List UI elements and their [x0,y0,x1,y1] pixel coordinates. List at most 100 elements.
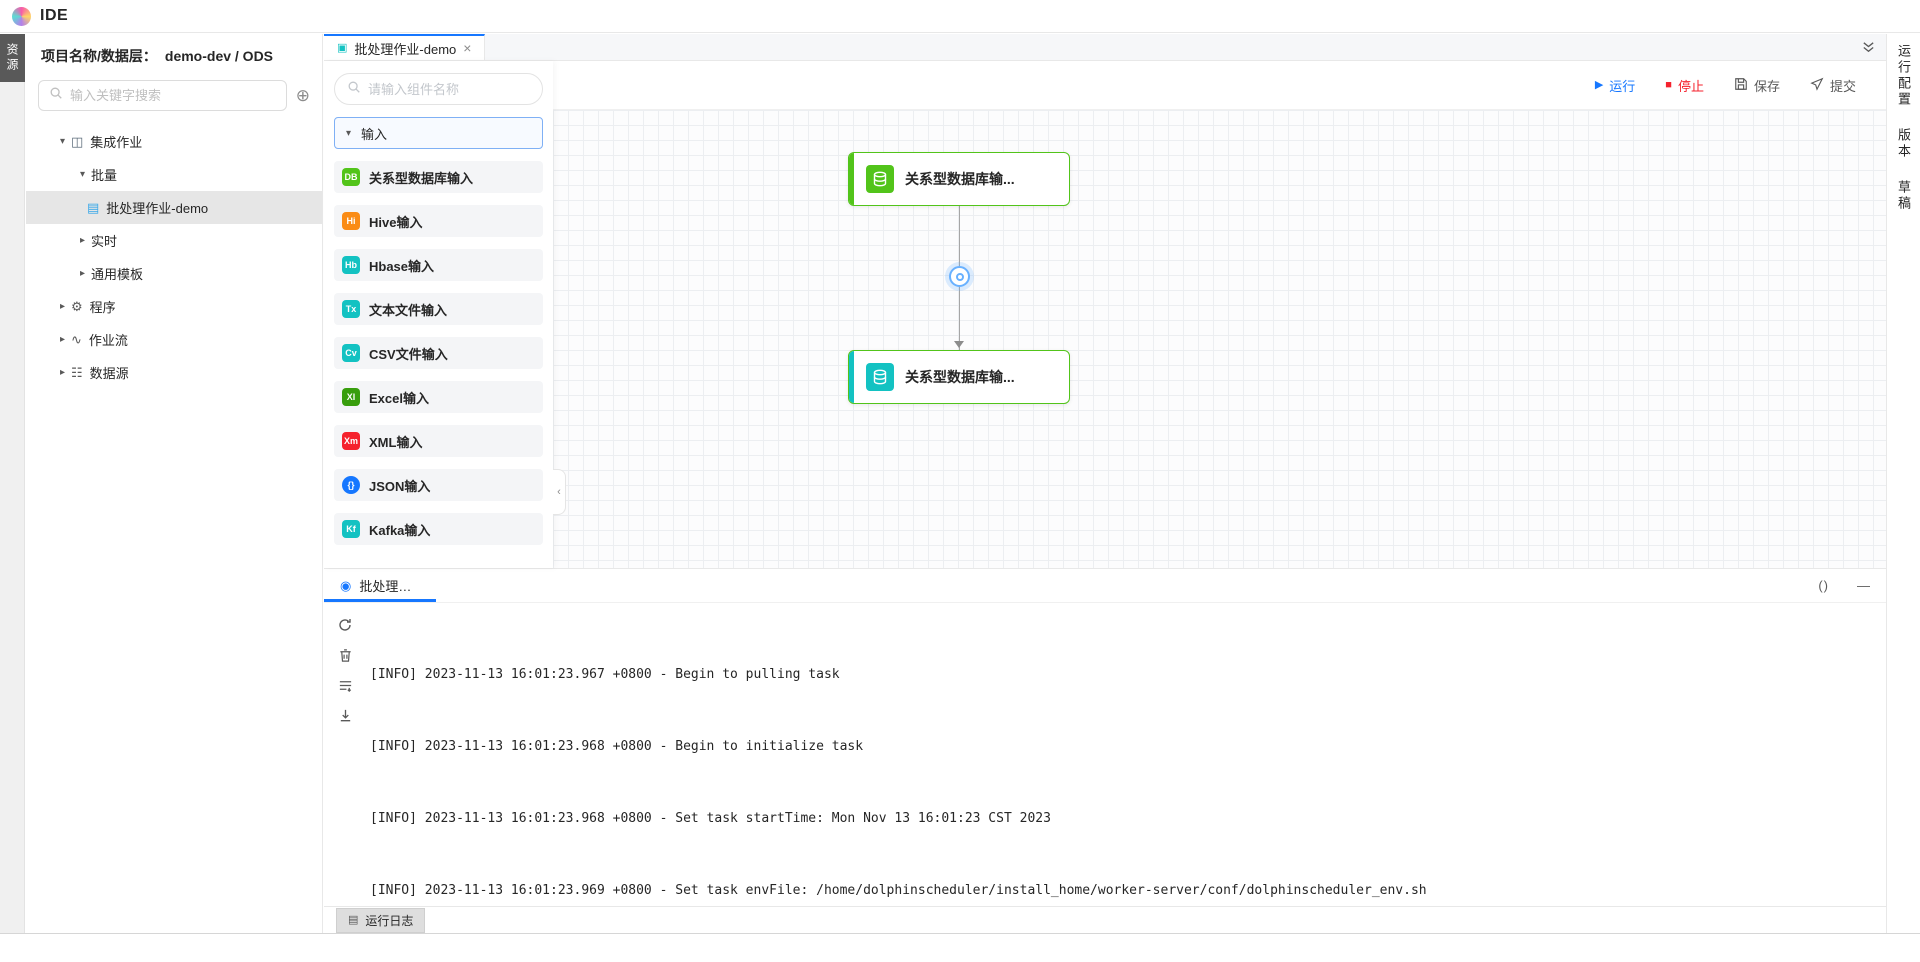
right-rail-tab[interactable]: 运行配置 [1894,44,1913,108]
component-icon: Xm [342,432,360,450]
flow-canvas[interactable]: 关系型数据库输... 关系型数据库输... [553,109,1886,568]
component-search-box[interactable] [334,73,543,105]
tree-item-icon: ⚙ [71,300,83,313]
wrap-lines-button[interactable] [338,678,353,693]
stop-button[interactable]: ■ 停止 [1665,76,1704,95]
run-icon: ▶ [1595,80,1603,91]
editor-body: ▾ 输入 DB 关系型数据库输入 Hi Hive输入 Hb [324,61,1886,568]
tree-item[interactable]: ▤ 批处理作业-demo [26,191,322,224]
palette-item[interactable]: Kf Kafka输入 [334,513,543,545]
tree-item-label: 程序 [90,297,116,316]
explorer-panel: 项目名称/数据层： demo-dev / ODS ⊕ ▾ ◫ 集成作业 [26,34,323,933]
tree-item[interactable]: ▾ ◫ 集成作业 [26,125,322,158]
left-rail: 资源 [0,34,25,933]
log-content[interactable]: [INFO] 2023-11-13 16:01:23.967 +0800 - B… [366,603,1886,906]
explorer-search-input[interactable] [70,88,276,103]
tree-item[interactable]: ▸ ☷ 数据源 [26,356,322,389]
right-rail-tab[interactable]: 草稿 [1894,180,1913,212]
brackets-icon[interactable]: () [1818,578,1829,593]
refresh-button[interactable] [337,617,353,633]
clear-log-button[interactable] [338,648,353,663]
palette-item-label: Excel输入 [369,388,429,407]
caret-icon[interactable]: ▸ [54,367,71,378]
caret-icon[interactable]: ▸ [74,235,91,246]
component-search-input[interactable] [368,82,530,97]
download-log-button[interactable] [338,708,353,723]
submit-button[interactable]: 提交 [1810,76,1856,95]
explorer-search-row: ⊕ [26,78,322,121]
palette-item-label: 文本文件输入 [369,300,447,319]
palette-item[interactable]: {} JSON输入 [334,469,543,501]
tree-item[interactable]: ▾ 批量 [26,158,322,191]
minimize-panel-icon[interactable]: — [1857,578,1870,593]
canvas-node[interactable]: 关系型数据库输... [848,152,1070,206]
rail-tab-resources[interactable]: 资源 [0,34,25,82]
palette-item[interactable]: Xm XML输入 [334,425,543,457]
palette-item[interactable]: DB 关系型数据库输入 [334,161,543,193]
right-rail-tab[interactable]: 版本 [1894,128,1913,160]
locate-icon[interactable]: ⊕ [296,87,310,104]
search-icon [49,86,63,105]
palette-item-label: CSV文件输入 [369,344,448,363]
database-icon [866,363,894,391]
palette-item-label: 关系型数据库输入 [369,168,473,187]
tree-item[interactable]: ▸ 通用模板 [26,257,322,290]
palette-item[interactable]: Tx 文本文件输入 [334,293,543,325]
palette-item[interactable]: Hi Hive输入 [334,205,543,237]
project-header-label: 项目名称/数据层： [41,46,157,66]
palette-item[interactable]: Hb Hbase输入 [334,249,543,281]
stop-label: 停止 [1678,76,1704,95]
run-button[interactable]: ▶ 运行 [1595,76,1635,95]
log-footer: ▤ 运行日志 [324,906,1886,933]
palette-collapse-handle[interactable]: ‹ [553,469,566,515]
palette-item[interactable]: Xl Excel输入 [334,381,543,413]
tree-item-icon: ☷ [71,366,83,379]
collapse-tabs-icon[interactable] [1861,40,1876,60]
editor-tab-label: 批处理作业-demo [354,39,456,58]
tree-item-label: 实时 [91,231,117,250]
tree-item[interactable]: ▸ ⚙ 程序 [26,290,322,323]
palette-category[interactable]: ▾ 输入 [334,117,543,149]
palette-item-label: Kafka输入 [369,520,430,539]
tree-item-icon: ∿ [71,333,82,346]
run-log-tab[interactable]: ▤ 运行日志 [336,908,425,933]
tree-item[interactable]: ▸ ∿ 作业流 [26,323,322,356]
top-bar: IDE [0,0,1920,33]
right-rail: 运行配置 版本 草稿 [1886,34,1920,933]
canvas-node[interactable]: 关系型数据库输... [848,350,1070,404]
tree-item[interactable]: ▸ 实时 [26,224,322,257]
caret-icon[interactable]: ▸ [74,268,91,279]
log-line: [INFO] 2023-11-13 16:01:23.968 +0800 - S… [370,810,1878,828]
bottom-divider [0,933,1920,934]
database-icon [866,165,894,193]
project-header: 项目名称/数据层： demo-dev / ODS [26,34,322,78]
component-icon: Tx [342,300,360,318]
tree-item-label: 作业流 [89,330,128,349]
log-header-icons: () — [1818,578,1870,593]
log-tab[interactable]: ◉ 批处理… [340,576,411,595]
editor-tab[interactable]: ▣ 批处理作业-demo × [324,34,485,60]
tree-item-label: 批量 [91,165,117,184]
submit-label: 提交 [1830,76,1856,95]
component-palette: ▾ 输入 DB 关系型数据库输入 Hi Hive输入 Hb [324,61,553,568]
save-icon [1734,77,1748,94]
save-label: 保存 [1754,76,1780,95]
explorer-search-box[interactable] [38,80,287,111]
caret-icon[interactable]: ▾ [74,169,91,180]
component-icon: Hb [342,256,360,274]
log-header: ◉ 批处理… () — [324,569,1886,603]
canvas-toolbar: ▶ 运行 ■ 停止 保存 [553,61,1886,109]
explorer-tree: ▾ ◫ 集成作业 ▾ 批量 ▤ 批处理作业-demo ▸ [26,121,322,933]
caret-icon[interactable]: ▸ [54,334,71,345]
caret-icon[interactable]: ▸ [54,301,71,312]
tree-item-label: 批处理作业-demo [106,198,208,217]
caret-icon[interactable]: ▾ [54,136,71,147]
log-body: [INFO] 2023-11-13 16:01:23.967 +0800 - B… [324,603,1886,906]
palette-item[interactable]: Cv CSV文件输入 [334,337,543,369]
app-logo-icon [12,7,31,26]
log-actions [324,603,366,906]
edge-midpoint[interactable] [949,266,970,287]
close-icon[interactable]: × [463,41,471,55]
save-button[interactable]: 保存 [1734,76,1780,95]
component-icon: Hi [342,212,360,230]
